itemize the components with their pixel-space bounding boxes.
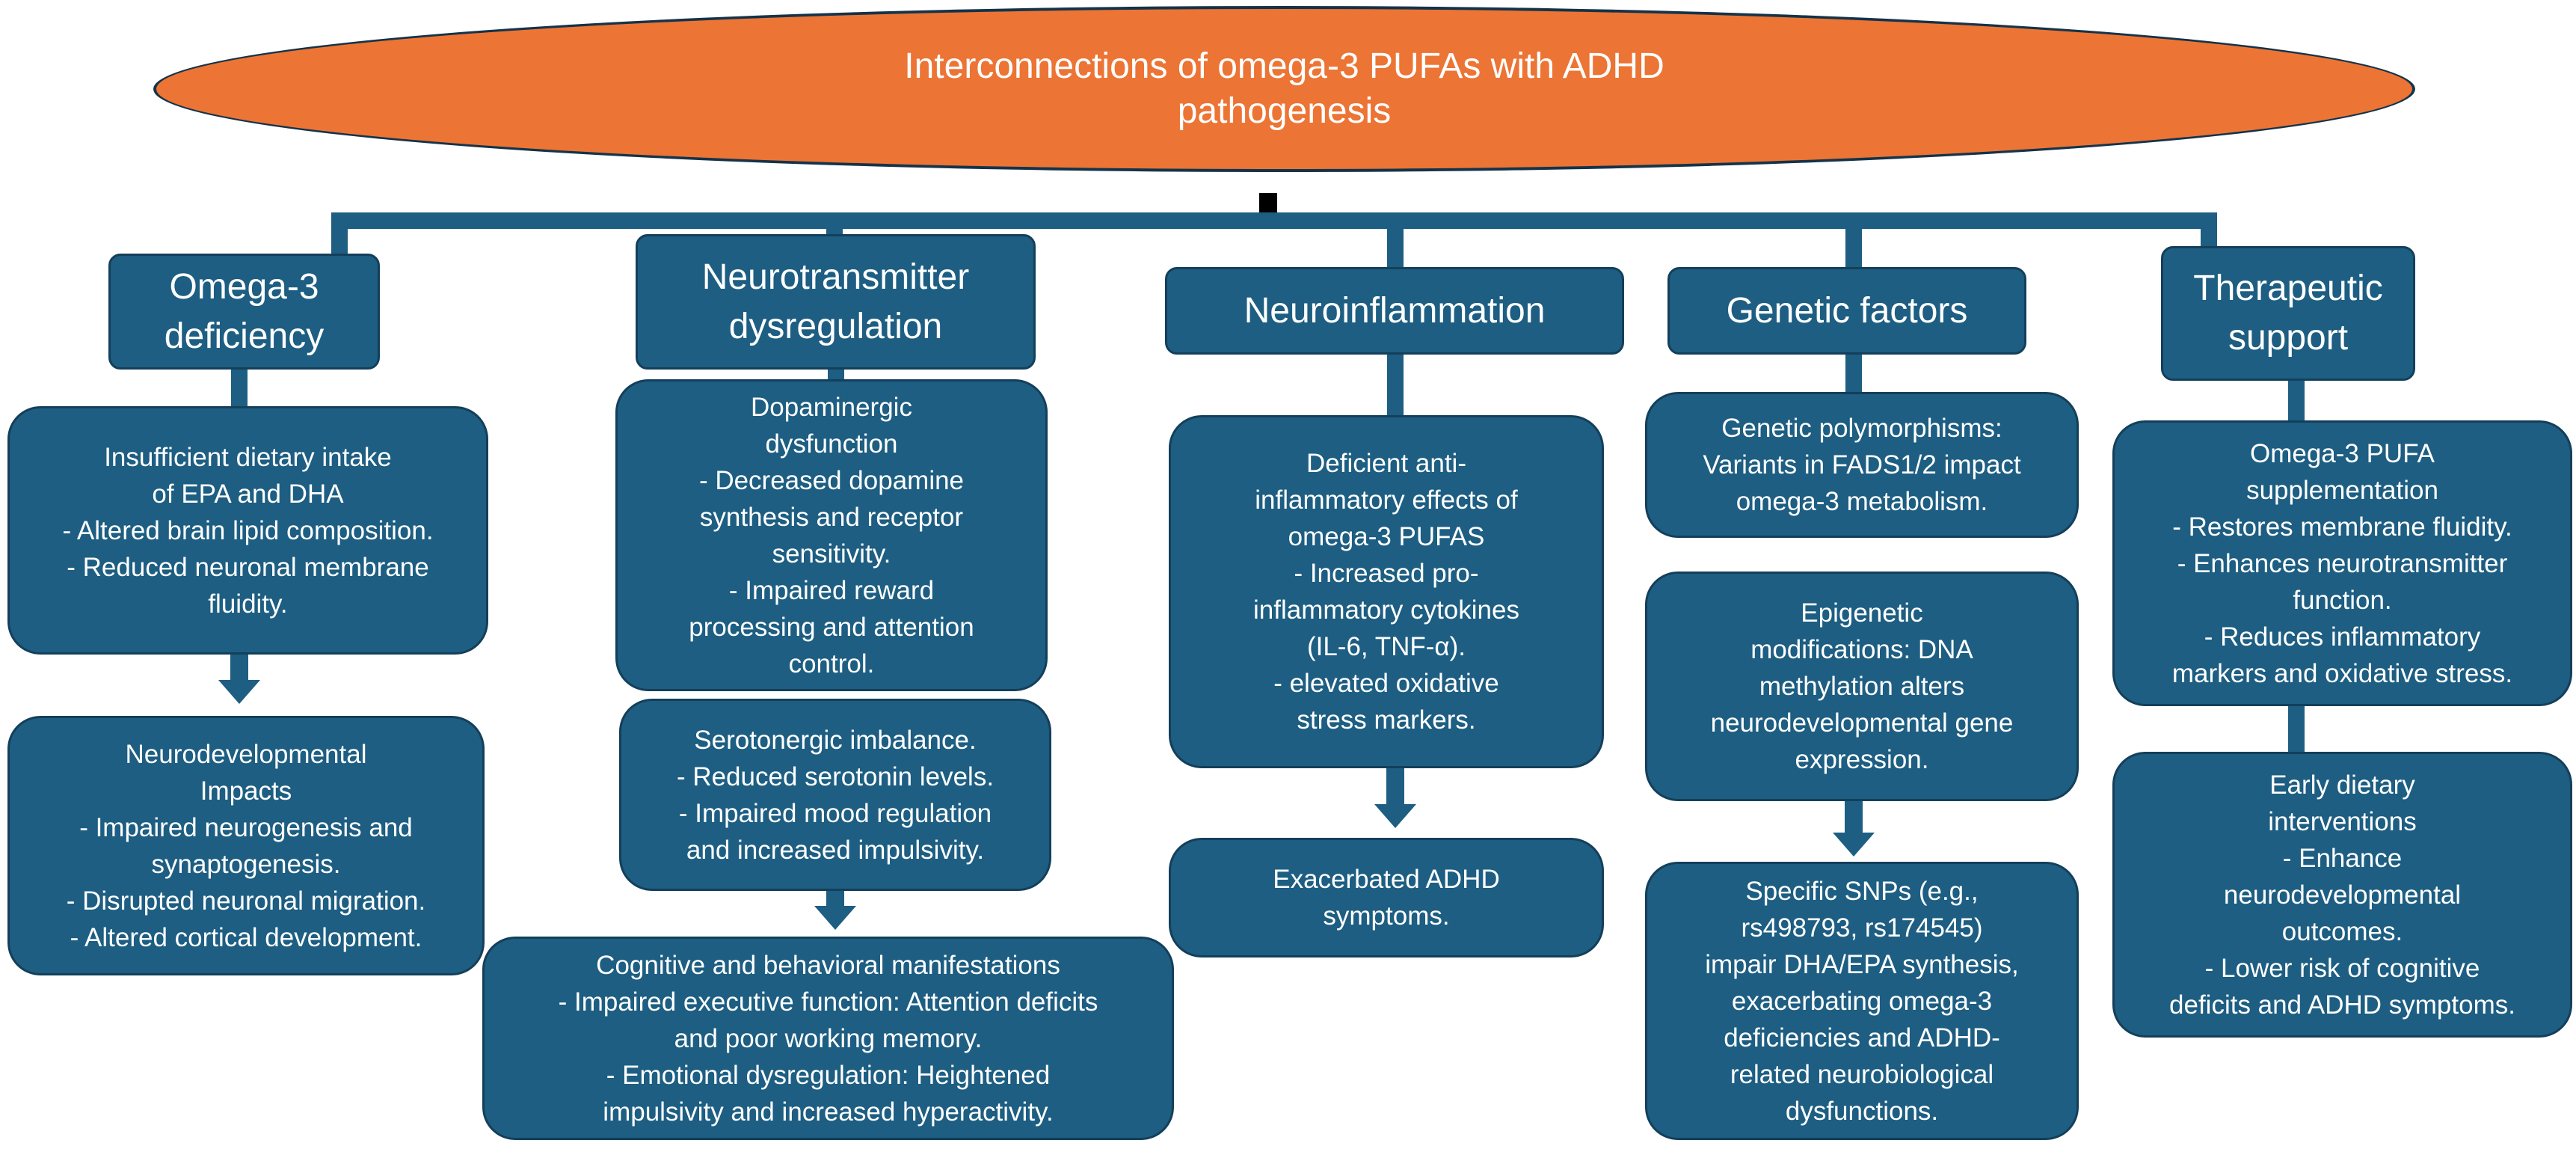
box-cognitive-behavioral: Cognitive and behavioral manifestations … xyxy=(482,937,1174,1140)
arrow-head-col2 xyxy=(814,906,856,930)
box-neurodevelopmental-impacts: Neurodevelopmental Impacts - Impaired ne… xyxy=(7,716,485,975)
connector-col3-a xyxy=(1387,355,1404,417)
header-omega3-deficiency: Omega-3 deficiency xyxy=(108,254,380,370)
arrow-shaft-col1 xyxy=(230,655,248,680)
box-serotonergic-imbalance: Serotonergic imbalance. - Reduced seroto… xyxy=(619,699,1051,891)
header-genetic-factors: Genetic factors xyxy=(1667,267,2026,355)
title-ellipse: Interconnections of omega-3 PUFAs with A… xyxy=(153,6,2415,172)
box-specific-snps: Specific SNPs (e.g., rs498793, rs174545)… xyxy=(1645,862,2079,1140)
header-neurotransmitter-dysregulation: Neurotransmitter dysregulation xyxy=(636,234,1036,370)
box-insufficient-intake: Insufficient dietary intake of EPA and D… xyxy=(7,406,488,655)
connector-hub xyxy=(1259,193,1277,212)
arrow-head-col3 xyxy=(1374,804,1416,828)
connector-col4-a xyxy=(1845,355,1862,393)
arrow-head-col1 xyxy=(218,680,260,704)
box-dopaminergic-dysfunction: Dopaminergic dysfunction - Decreased dop… xyxy=(615,379,1048,691)
box-deficient-anti-inflammatory: Deficient anti- inflammatory effects of … xyxy=(1169,415,1604,768)
header-therapeutic-support: Therapeutic support xyxy=(2161,246,2415,381)
box-omega3-supplementation: Omega-3 PUFA supplementation - Restores … xyxy=(2112,420,2572,706)
box-epigenetic-modifications: Epigenetic modifications: DNA methylatio… xyxy=(1645,572,2079,801)
connector-drop-col2 xyxy=(826,212,843,235)
arrow-shaft-col4 xyxy=(1845,801,1863,833)
diagram-title: Interconnections of omega-3 PUFAs with A… xyxy=(904,46,1664,131)
connector-drop-col4 xyxy=(1845,212,1862,271)
connector-drop-col5 xyxy=(2201,212,2217,248)
connector-drop-col1 xyxy=(331,212,348,257)
arrow-shaft-col2 xyxy=(826,891,844,906)
box-genetic-polymorphisms: Genetic polymorphisms: Variants in FADS1… xyxy=(1645,392,2079,538)
arrow-head-col4 xyxy=(1833,833,1875,857)
connector-col5-a xyxy=(2288,381,2305,423)
arrow-shaft-col3 xyxy=(1386,768,1404,804)
connector-horizontal-bar xyxy=(331,212,2217,229)
box-early-dietary-interventions: Early dietary interventions - Enhance ne… xyxy=(2112,752,2572,1038)
connector-col2-a xyxy=(828,370,844,380)
connector-col5-b xyxy=(2288,706,2305,754)
box-exacerbated-adhd: Exacerbated ADHD symptoms. xyxy=(1169,838,1604,958)
connector-col1-a xyxy=(231,370,248,407)
connector-drop-col3 xyxy=(1387,212,1404,271)
header-neuroinflammation: Neuroinflammation xyxy=(1165,267,1624,355)
